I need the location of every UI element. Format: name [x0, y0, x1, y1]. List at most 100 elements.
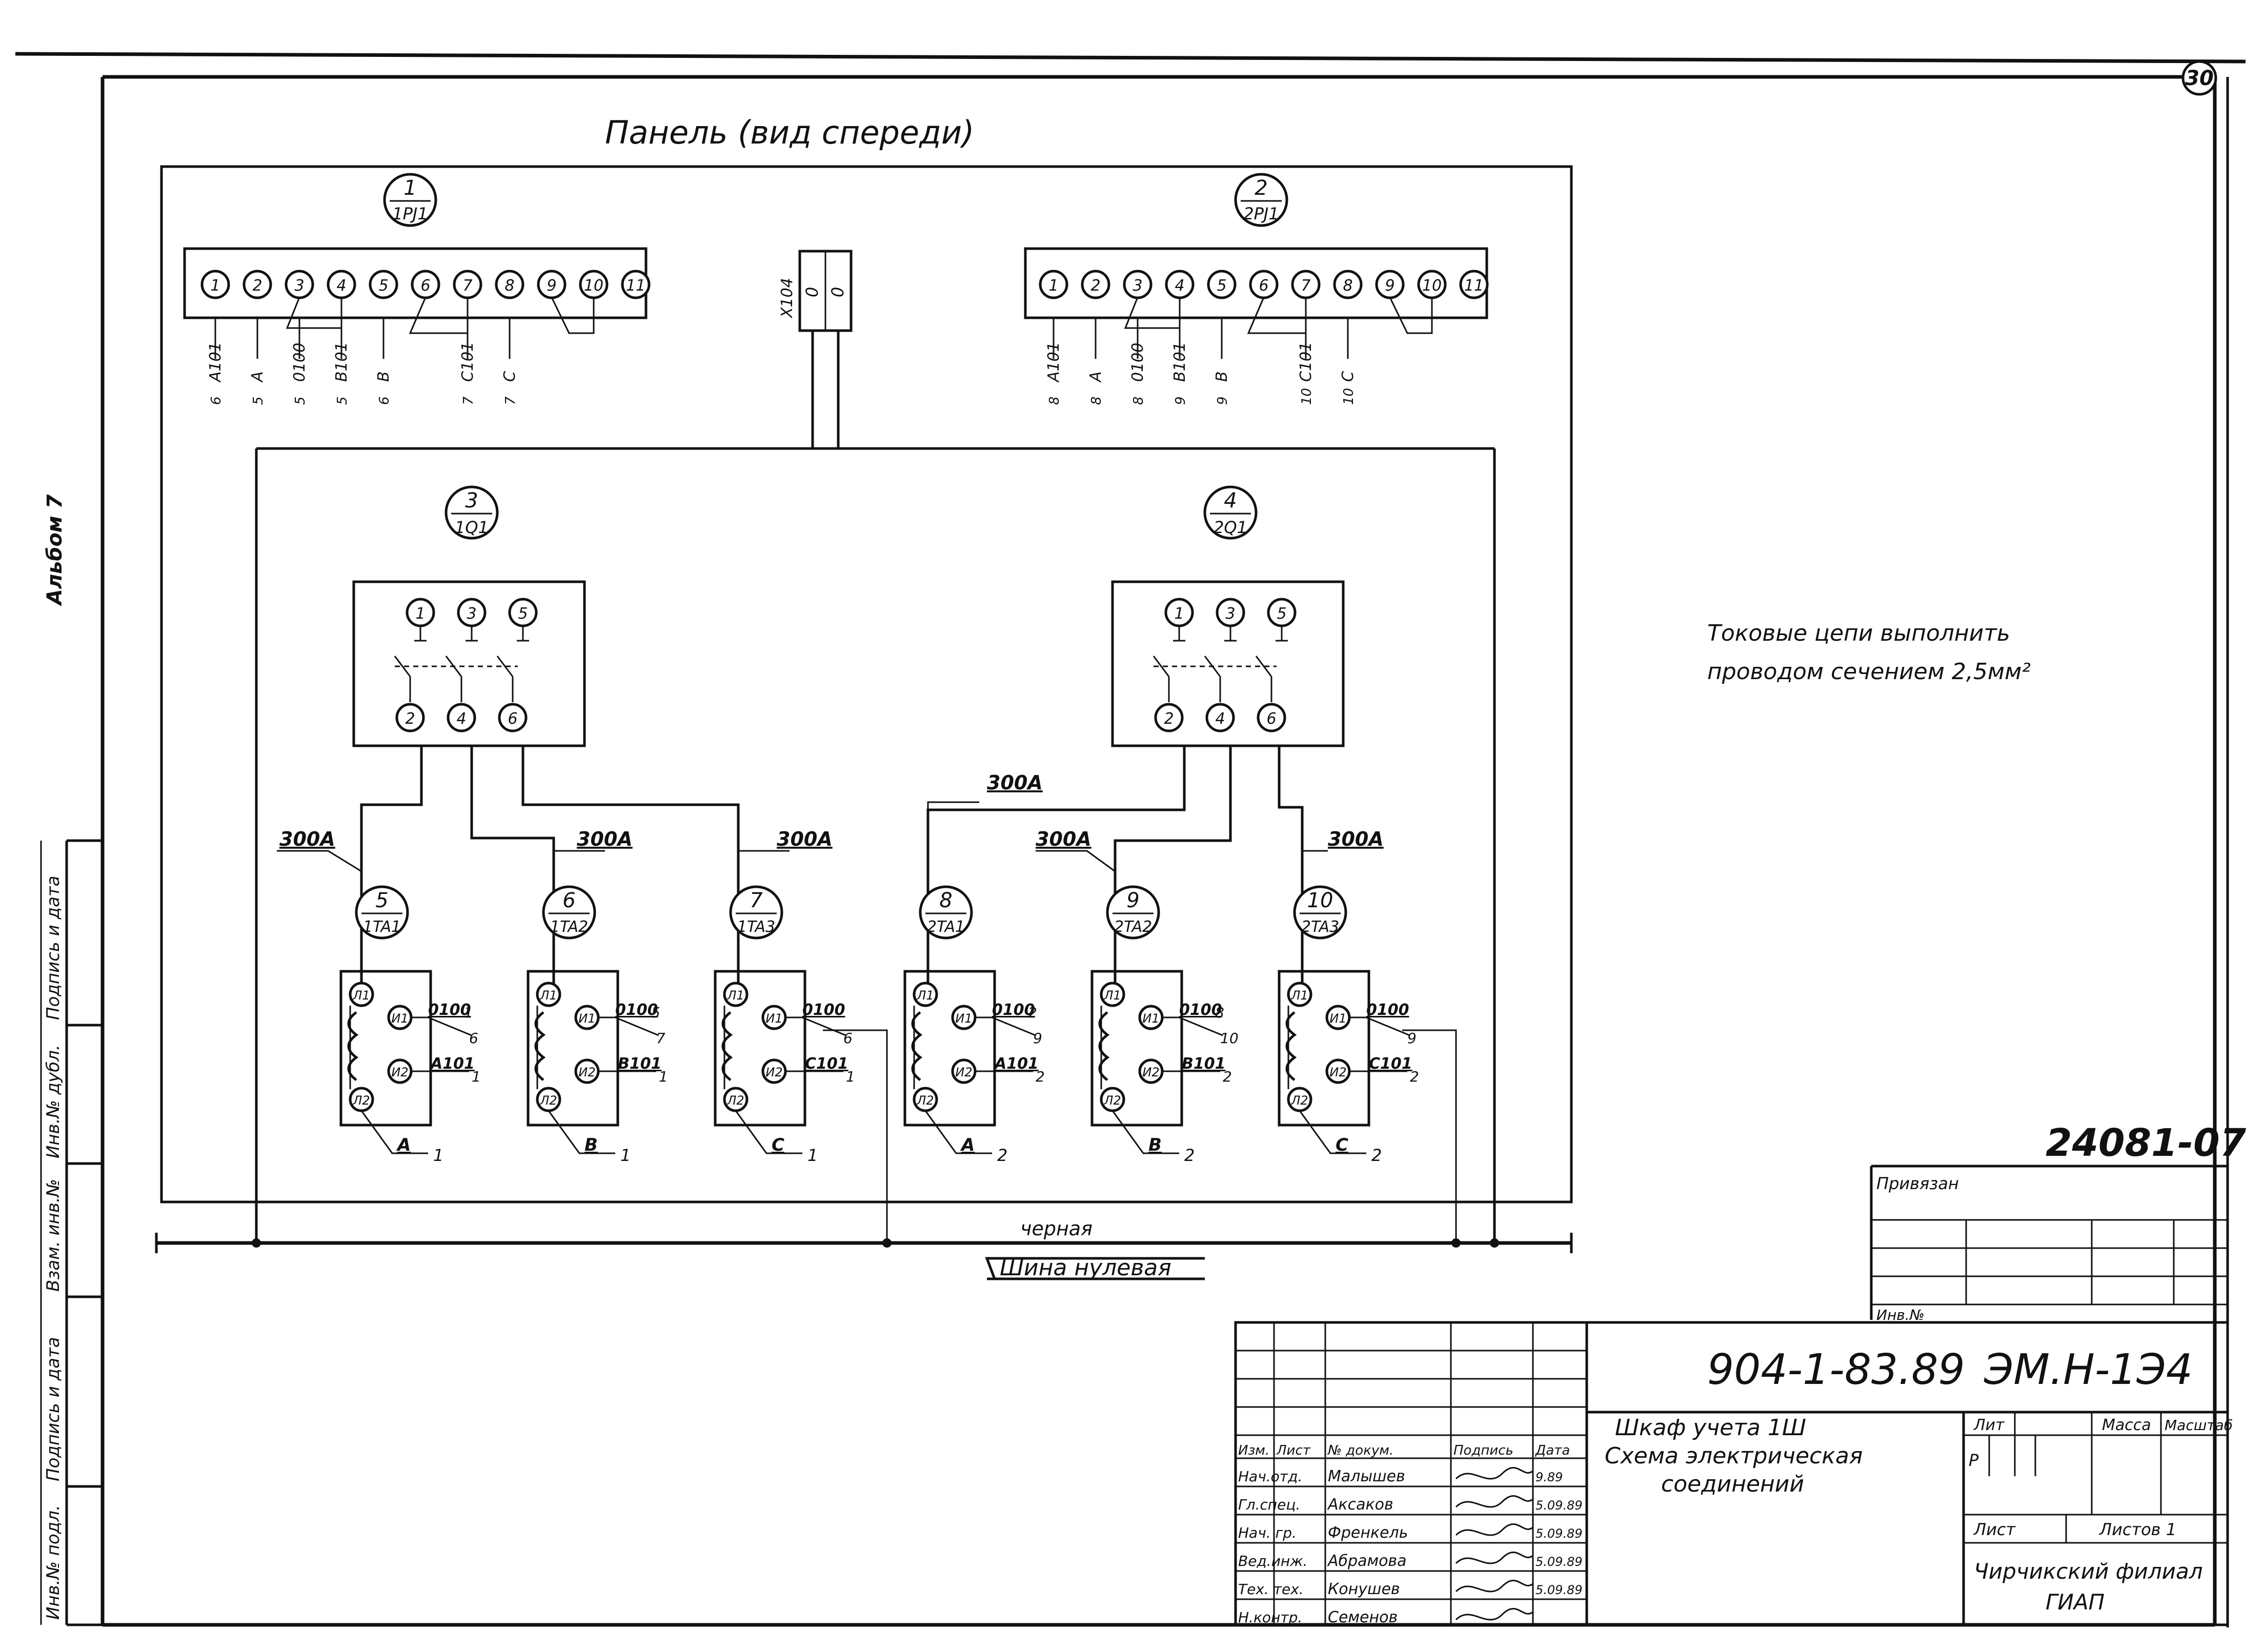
ct-2-out1-num: 5	[651, 1004, 660, 1021]
ct-4-terminal-l1	[913, 982, 938, 1007]
relay-1-wire-num: 7	[503, 396, 518, 405]
person-signature	[1455, 1467, 1533, 1480]
breaker-2-bottom-pin-label: 4	[1215, 710, 1225, 728]
relay-1-wire-tag: C101	[459, 342, 477, 382]
ct-6-out2-num: 2	[1410, 1068, 1419, 1085]
album-label: Альбом 7	[43, 494, 67, 606]
side-stamp-1: Инв.№ подл.	[43, 1505, 64, 1620]
neutral-return-2	[1402, 1029, 1457, 1243]
relay-2-pin-label: 2	[1090, 277, 1100, 295]
ct-1-out2-num: 1	[472, 1068, 481, 1085]
ct-6-phase-idx: 2	[1371, 1146, 1382, 1165]
breaker-1-switch-blade	[394, 656, 411, 677]
ct-1-num: 5	[375, 889, 388, 912]
binding-inv: Инв.№	[1876, 1307, 1925, 1323]
title-header-1: Лист	[1276, 1443, 1311, 1458]
wire-label-3: 300A	[777, 828, 833, 850]
wire-label-1: 300A	[279, 828, 335, 850]
relay-1-wire-num: 5	[335, 396, 350, 405]
ct-5-code: 2TA2	[1114, 918, 1152, 936]
ct-6-phase-lead	[1299, 1110, 1366, 1154]
breaker-2-switch-blade	[1153, 656, 1170, 677]
ct-6-l2-label: Л2	[1290, 1093, 1308, 1108]
ct-1-out2-tag: A101	[430, 1055, 475, 1073]
breaker-1-top-pin-label: 1	[415, 605, 425, 623]
ct-3-u1-label: И1	[765, 1011, 782, 1026]
ct-4-l1-label: Л1	[916, 988, 934, 1003]
ct-6-out2-tag: C101	[1369, 1055, 1412, 1073]
relay-1-pin-label: 5	[378, 277, 388, 295]
relay-1-wire-tag: B101	[333, 342, 351, 382]
ct-4-body	[903, 970, 996, 1127]
relay-2-wire-tag: C101	[1297, 342, 1315, 382]
side-stamp: Инв.№ подл. Подпись и дата Взам. инв.№ И…	[40, 839, 103, 1626]
person-date: 5.09.89	[1535, 1583, 1583, 1597]
terminal-X104: X104 0 0	[778, 250, 853, 448]
ct-5-out1-to: 10	[1220, 1030, 1239, 1047]
ct-2-body	[527, 970, 619, 1127]
ct-2-terminal-l1	[536, 982, 561, 1007]
note-line-2: проводом сечением 2,5мм²	[1707, 659, 2031, 685]
ct-5-terminal-l1	[1100, 982, 1125, 1007]
title-header-3: Подпись	[1453, 1443, 1513, 1458]
relay-2-pin-label: 6	[1259, 277, 1268, 295]
ct-1-phase-lead	[360, 1110, 428, 1154]
ct-4-coil	[911, 1011, 923, 1082]
relay-1-pin-label: 8	[504, 277, 514, 295]
ct-5-phase: B	[1148, 1135, 1162, 1155]
ct-5-u1-label: И1	[1142, 1011, 1159, 1026]
ct-1-terminal-l1	[349, 982, 374, 1007]
terminal-value-2: 0	[828, 287, 847, 297]
ct-5-phase-idx: 2	[1184, 1146, 1195, 1165]
wire-label-4: 300A	[987, 771, 1043, 794]
breaker-1-top-pin-label: 3	[467, 605, 476, 623]
ct-5-out2-tag: B101	[1182, 1055, 1226, 1073]
ct-4-code: 2TA1	[927, 918, 965, 936]
breaker-2-bottom-pin	[1154, 703, 1184, 732]
ct-4-out2-tag: A101	[994, 1055, 1039, 1073]
person-role: Вед.инж.	[1238, 1553, 1307, 1569]
relay-2-wire-num: 9	[1215, 396, 1230, 405]
relay-1-pin-circle	[621, 270, 651, 299]
breaker-1-num: 3	[465, 489, 478, 513]
ct-5-body	[1090, 970, 1183, 1127]
ct-3-out1-lead	[785, 1016, 846, 1036]
title-header-4: Дата	[1535, 1443, 1570, 1458]
relay-2-pin-circle	[1081, 270, 1110, 299]
breaker-1-code: 1Q1	[455, 518, 489, 537]
breaker-2-bottom-pin	[1257, 703, 1286, 732]
ct-2-out2-tag: B101	[618, 1055, 662, 1073]
ct-6-out1-lead	[1349, 1016, 1410, 1036]
mass-header: Масса	[2102, 1416, 2151, 1434]
breaker-2-switch-blade	[1255, 656, 1272, 677]
relay-2-wire-tag: B101	[1171, 342, 1189, 382]
person-date: 5.09.89	[1535, 1498, 1583, 1513]
ct-5-phase-lead	[1111, 1110, 1179, 1154]
relay-1-pin-label: 1	[210, 277, 220, 295]
neutral-bus	[155, 1233, 1573, 1280]
relay-1-wire-tag: 0100	[291, 343, 309, 382]
ct-3-out1-to: 6	[843, 1030, 853, 1047]
relay-1-wire-tag: A101	[207, 342, 225, 383]
breaker-2-top-pin-label: 1	[1174, 605, 1184, 623]
breaker-1-bottom-pin	[447, 703, 476, 732]
ct-1-out1-lead	[411, 1016, 472, 1036]
wire-label-5: 300A	[1036, 828, 1091, 850]
ct-1-out1-to: 6	[469, 1030, 478, 1047]
person-name: Абрамова	[1327, 1552, 1407, 1570]
binding-stamp: 24081-07 Привязан Инв.№	[1870, 1121, 2247, 1323]
title-line-3: соединений	[1661, 1471, 1804, 1497]
terminal-value-1: 0	[802, 287, 822, 297]
ct-1-u2-label: И2	[391, 1065, 408, 1079]
relay-1-pin-label: 2	[252, 277, 262, 295]
ct-1-bubble	[355, 885, 409, 940]
ct-2-l1-label: Л1	[539, 988, 557, 1003]
ct-2-num: 6	[562, 889, 575, 912]
ct-4-out2-num: 2	[1036, 1068, 1045, 1085]
breaker-1-body	[352, 580, 586, 747]
ct-3-out2-num: 1	[846, 1068, 855, 1085]
relay-1-jumper	[409, 297, 469, 334]
ct-3-l1-label: Л1	[726, 988, 744, 1003]
ct-4-out1-num: 2	[1028, 1004, 1037, 1021]
